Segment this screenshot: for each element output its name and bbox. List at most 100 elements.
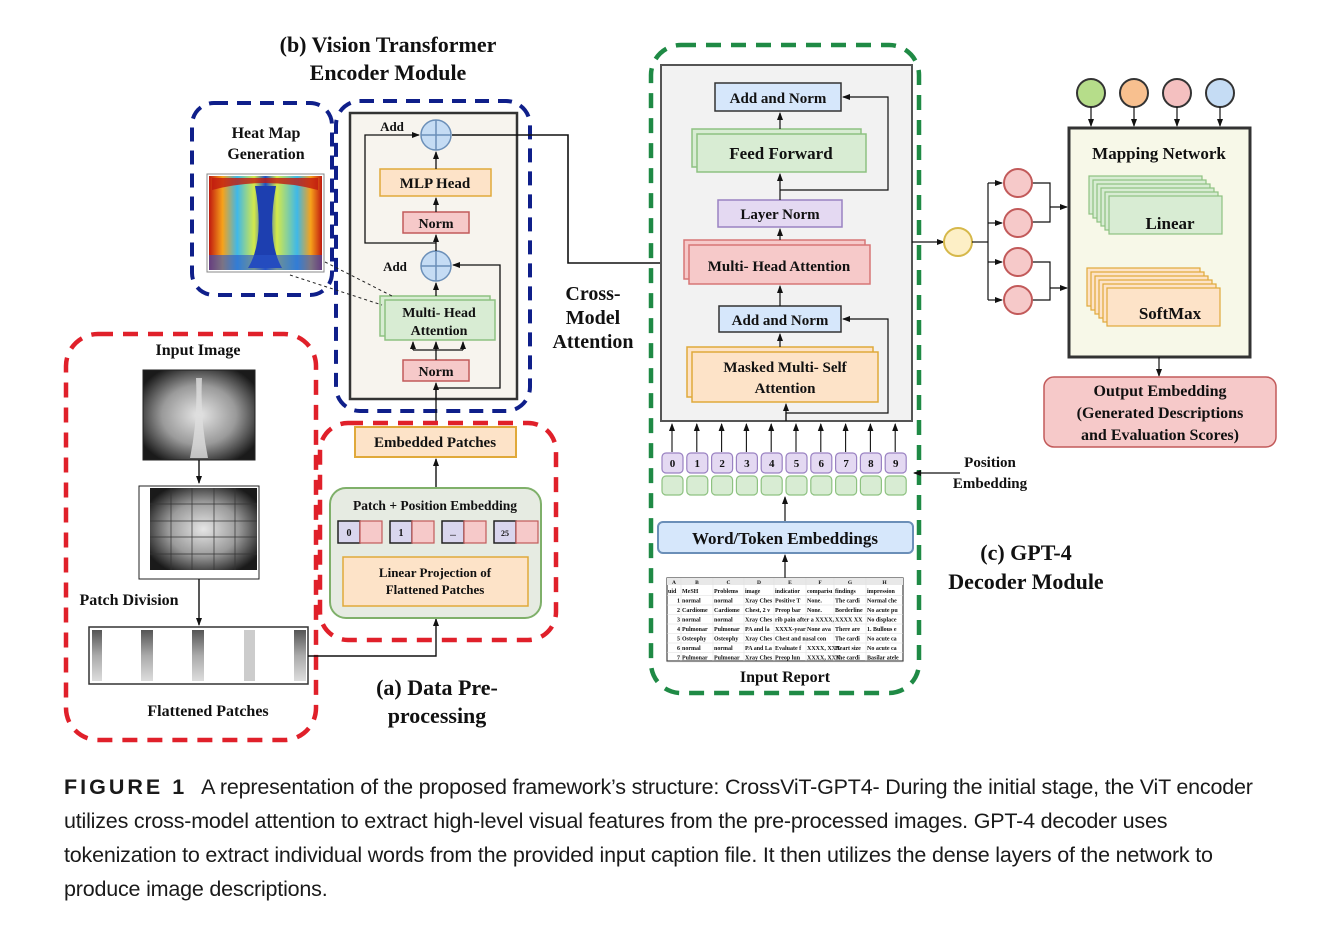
- patch-token-label: 1: [399, 528, 404, 539]
- hidden-node-4: [1003, 285, 1033, 315]
- report-cell: Evaluate f: [775, 646, 802, 652]
- report-col-header-bar: [667, 578, 903, 585]
- report-cell: The cardi: [835, 599, 860, 605]
- position-token: [686, 452, 709, 474]
- data-preprocessing-title: (a) Data Pre-: [376, 675, 498, 700]
- report-cell: Chest, 2 v: [745, 608, 770, 614]
- gpt4-decoder-title-2: Decoder Module: [948, 569, 1104, 594]
- heatmap-title: Heat Map: [232, 125, 301, 142]
- data-preprocessing-title-2: processing: [388, 703, 487, 728]
- report-col-letter: B: [695, 580, 699, 586]
- token-embedding-cell: [661, 475, 684, 496]
- report-cell: Osteophy: [682, 637, 706, 643]
- report-cell: normal: [714, 646, 733, 652]
- report-cell: 7: [677, 656, 680, 662]
- input-image-region: [63, 331, 319, 743]
- decoder-mha-box: [683, 239, 871, 285]
- position-token: [785, 452, 808, 474]
- add-top-circle: [420, 119, 452, 151]
- report-cell: None.: [807, 599, 822, 605]
- layer-norm-box: [717, 199, 843, 228]
- masked-attention-label-2: Attention: [755, 381, 816, 397]
- position-embedding-label: Position: [964, 455, 1016, 471]
- report-cell: normal: [682, 618, 701, 624]
- report-cell: Xray Ches: [745, 656, 773, 662]
- report-cell: findings: [835, 589, 856, 595]
- hidden-node-2: [1003, 208, 1033, 238]
- report-cell: rib pain after a XXXX,: [775, 618, 835, 624]
- report-cell: No acute ca: [867, 637, 897, 643]
- output-embedding-label-3: and Evaluation Scores): [1081, 427, 1239, 444]
- position-token: [760, 452, 783, 474]
- linear-projection-label: Linear Projection of: [379, 565, 492, 580]
- report-cell: normal: [714, 618, 733, 624]
- report-cell: The cardi: [835, 637, 860, 643]
- report-cell: XXXX, XXX: [807, 656, 841, 662]
- patch-position-embedding-label: Patch + Position Embedding: [353, 498, 517, 513]
- report-cell: 1. Bullous e: [867, 627, 897, 633]
- position-token-label: 9: [893, 458, 899, 470]
- report-cell: PA and la: [745, 627, 770, 633]
- layer-norm-label: Layer Norm: [740, 207, 820, 223]
- softmax-label: SoftMax: [1139, 304, 1202, 323]
- softmax-layer: [1106, 287, 1221, 327]
- mapping-input-node: [1119, 78, 1149, 108]
- feed-forward-box: [691, 128, 867, 173]
- flattened-patches-label: Flattened Patches: [147, 703, 268, 720]
- report-cell: Pulmonar: [682, 656, 708, 662]
- report-cell: Xray Ches: [745, 637, 773, 643]
- report-cell: Preop bar: [775, 608, 801, 614]
- report-cell: XXXX, XXX: [807, 646, 841, 652]
- report-cell: Xray Ches: [745, 599, 773, 605]
- report-cell: Pulmonar: [682, 627, 708, 633]
- patch-token-label: 25: [501, 529, 509, 538]
- figure-caption-text: A representation of the proposed framewo…: [64, 775, 1253, 901]
- cross-model-label-2: Model: [566, 307, 621, 329]
- masked-attention-label: Masked Multi- Self: [723, 360, 847, 376]
- data-preprocessing-region: [317, 420, 559, 643]
- report-frame: [666, 577, 904, 662]
- patch-token-vector: [359, 520, 383, 544]
- report-col-letter: G: [848, 580, 853, 586]
- add-mid-label: Add: [383, 259, 408, 274]
- vit-module-title: (b) Vision Transformer: [280, 32, 497, 57]
- output-embedding-label: Output Embedding: [1094, 383, 1227, 400]
- report-cell: The cardi: [835, 656, 860, 662]
- patch-token-vector: [515, 520, 539, 544]
- position-token: [834, 452, 858, 474]
- decoder-mha-label: Multi- Head Attention: [708, 259, 851, 275]
- embedded-patches-label: Embedded Patches: [374, 435, 496, 451]
- report-cell: image: [745, 589, 761, 595]
- token-embedding-cell: [760, 475, 783, 496]
- position-token-label: 2: [719, 458, 725, 470]
- report-cell: 3: [677, 618, 680, 624]
- report-cell: Preop lun: [775, 656, 801, 662]
- input-report-label: Input Report: [740, 669, 831, 686]
- position-token-label: 4: [769, 458, 775, 470]
- token-embedding-cell: [884, 475, 907, 496]
- cross-model-label: Cross-: [565, 283, 620, 305]
- report-col-letter: F: [818, 580, 822, 586]
- linear-layer-stack: [1088, 175, 1223, 235]
- report-col-letter: A: [672, 580, 676, 586]
- gpt4-decoder-region: [648, 42, 922, 696]
- vit-mha-label: Multi- Head: [402, 306, 476, 321]
- mapping-input-nodes: [1076, 78, 1235, 127]
- position-token: [735, 452, 759, 474]
- report-cell: 1: [677, 599, 680, 605]
- linear-projection-label-2: Flattened Patches: [386, 582, 485, 597]
- report-col-letter: C: [727, 580, 731, 586]
- linear-label: Linear: [1145, 214, 1195, 233]
- vit-arrows: [364, 132, 501, 424]
- report-cell: Cardiome: [714, 608, 740, 614]
- norm-bottom-label: Norm: [419, 365, 454, 380]
- position-token-label: 6: [819, 458, 825, 470]
- framework-diagram: (b) Vision Transformer Encoder Module He…: [63, 32, 1277, 743]
- flattened-patches-strip: [88, 626, 309, 685]
- token-embedding-cell: [710, 475, 734, 496]
- aggregation-node: [943, 227, 973, 257]
- report-cell: impression: [867, 589, 896, 595]
- linear-layer: [1108, 195, 1223, 235]
- mapping-input-node: [1205, 78, 1235, 108]
